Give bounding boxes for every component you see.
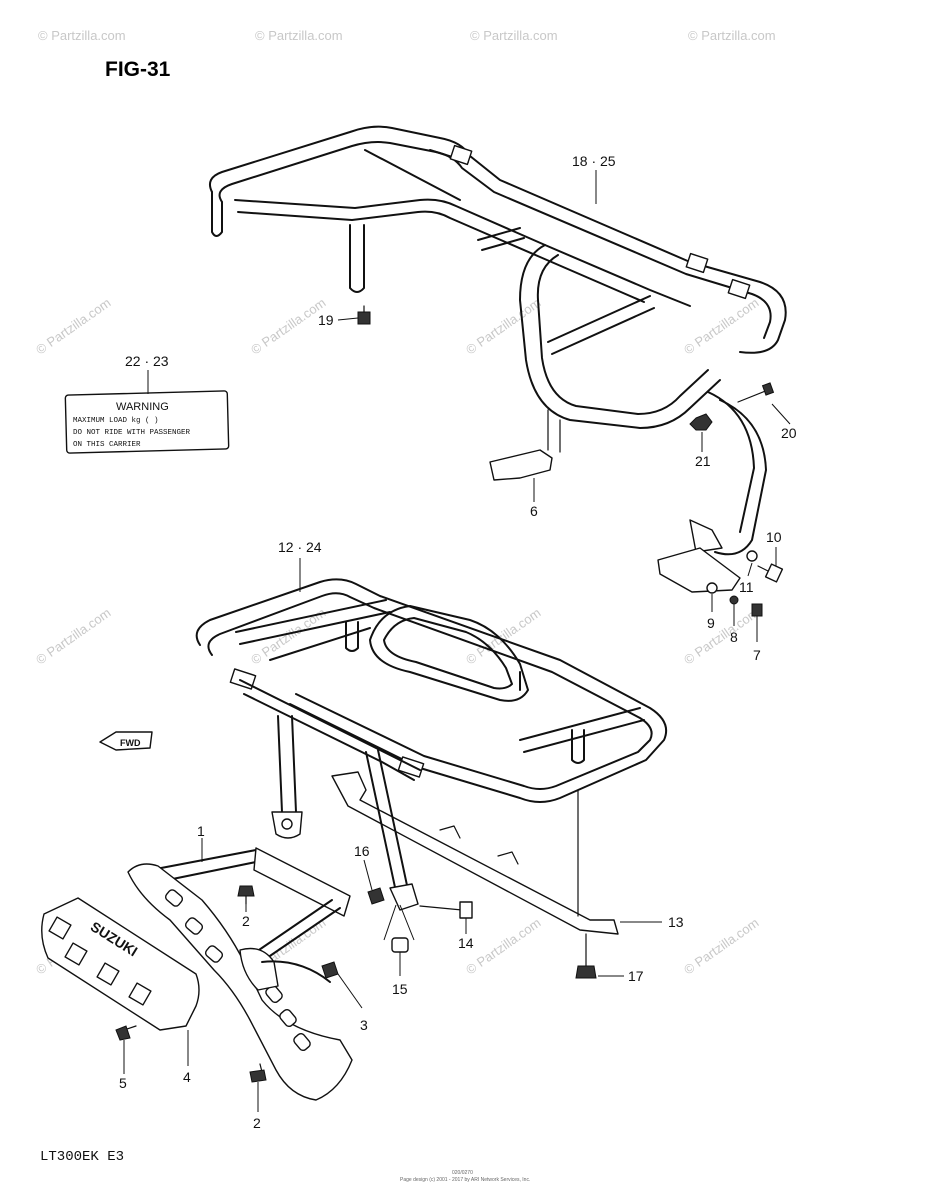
- callout-6: 6: [530, 503, 538, 519]
- mounting-plate[interactable]: [657, 547, 741, 593]
- callout-1: 1: [197, 823, 205, 839]
- bolt-2-upper[interactable]: [237, 885, 255, 905]
- callout-15: 15: [392, 981, 408, 997]
- bumper-guard[interactable]: [127, 863, 353, 1101]
- callout-labels: 18 · 25 22 · 23 12 · 24 19 20 21 6 10 11…: [119, 153, 797, 1131]
- callout-front-carrier: 12 · 24: [278, 539, 322, 555]
- watermark: © Partzilla.com: [33, 295, 113, 358]
- callout-10: 10: [766, 529, 782, 545]
- callout-4: 4: [183, 1069, 191, 1085]
- watermark: © Partzilla.com: [463, 915, 543, 978]
- watermark: © Partzilla.com: [470, 28, 558, 43]
- bolt-16[interactable]: [367, 887, 385, 905]
- nut-3[interactable]: [321, 961, 339, 979]
- watermark: © Partzilla.com: [255, 28, 343, 43]
- callout-rear-carrier: 18 · 25: [572, 153, 616, 169]
- bolt-20[interactable]: [737, 382, 775, 403]
- figure-title: FIG-31: [105, 58, 171, 81]
- callout-8: 8: [730, 629, 738, 645]
- callout-19: 19: [318, 312, 334, 328]
- warning-label[interactable]: WARNING MAXIMUM LOAD kg ( ) DO NOT RIDE …: [64, 390, 230, 454]
- bolt-10[interactable]: [757, 563, 784, 583]
- warning-line-1: MAXIMUM LOAD kg ( ): [73, 417, 159, 425]
- fwd-text: FWD: [120, 738, 141, 748]
- callout-14: 14: [458, 935, 474, 951]
- footer-code: 020/0270: [452, 1170, 473, 1176]
- callout-20: 20: [781, 425, 797, 441]
- nut-8[interactable]: [729, 595, 739, 605]
- emblem-plate-4[interactable]: SUZUKI: [41, 897, 200, 1031]
- washer-11[interactable]: [746, 550, 758, 562]
- leader-lines: [123, 170, 791, 1112]
- watermark: © Partzilla.com: [248, 295, 328, 358]
- warning-line-3: ON THIS CARRIER: [73, 441, 141, 449]
- watermark: © Partzilla.com: [681, 605, 761, 668]
- watermark: © Partzilla.com: [463, 295, 543, 358]
- bolt-2-lower[interactable]: [249, 1063, 267, 1083]
- callout-7: 7: [753, 647, 761, 663]
- watermark: © Partzilla.com: [38, 28, 126, 43]
- warning-heading: WARNING: [116, 401, 169, 413]
- bolt-17[interactable]: [575, 933, 597, 979]
- bracket-6[interactable]: [489, 409, 561, 481]
- callout-17: 17: [628, 968, 644, 984]
- watermark: © Partzilla.com: [688, 28, 776, 43]
- bolt-19[interactable]: [357, 305, 371, 325]
- callout-9: 9: [707, 615, 715, 631]
- footer-copyright: Page design (c) 2001 - 2017 by ARI Netwo…: [400, 1177, 530, 1183]
- stay-rod[interactable]: [365, 749, 419, 911]
- callout-13: 13: [668, 914, 684, 930]
- callout-11: 11: [739, 579, 754, 595]
- watermark: © Partzilla.com: [681, 915, 761, 978]
- callout-2-upper: 2: [242, 913, 250, 929]
- stay-13[interactable]: [331, 771, 619, 935]
- brace-1[interactable]: [139, 847, 351, 961]
- callout-16: 16: [354, 843, 370, 859]
- watermark: © Partzilla.com: [681, 295, 761, 358]
- rear-carrier[interactable]: [209, 125, 787, 556]
- washer-9[interactable]: [706, 582, 718, 594]
- callout-2-lower: 2: [253, 1115, 261, 1131]
- warning-line-2: DO NOT RIDE WITH PASSENGER: [73, 429, 191, 437]
- callout-warning-label: 22 · 23: [125, 353, 169, 369]
- callout-3: 3: [360, 1017, 368, 1033]
- nut-21[interactable]: [689, 413, 713, 431]
- bolt-7[interactable]: [751, 603, 763, 617]
- callout-21: 21: [695, 453, 711, 469]
- watermark: © Partzilla.com: [33, 605, 113, 668]
- model-code: LT300EK E3: [40, 1149, 124, 1165]
- collar-15[interactable]: [383, 904, 415, 953]
- bolt-14[interactable]: [419, 901, 473, 919]
- callout-5: 5: [119, 1075, 127, 1091]
- fwd-arrow: FWD: [99, 731, 153, 751]
- bolt-5[interactable]: [115, 1025, 137, 1041]
- front-carrier[interactable]: [195, 578, 668, 839]
